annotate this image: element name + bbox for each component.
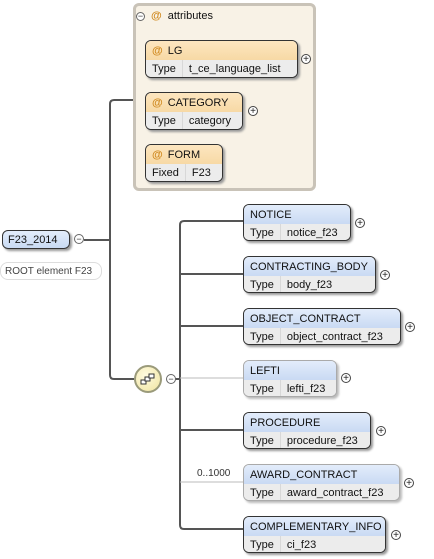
type-key: Type [152,114,176,127]
attribute-name: FORM [167,148,201,161]
plus-circle-icon[interactable]: + [391,530,401,541]
at-sign-icon: @ [152,148,163,161]
plus-circle-icon[interactable]: + [341,373,351,384]
root-element[interactable]: F23_2014 [2,230,70,249]
element-name: CONTRACTING_BODY [250,260,368,273]
type-value: category [181,112,237,129]
element-name: LEFTI [250,364,280,377]
type-value: t_ce_language_list [181,60,287,77]
root-documentation: ROOT element F23 [0,262,102,280]
at-sign-icon: @ [152,96,163,109]
minus-circle-icon[interactable]: − [74,234,84,244]
plus-circle-icon[interactable]: + [301,54,311,65]
element-contracting-body[interactable]: CONTRACTING_BODY Type body_f23 [243,256,376,293]
attribute-name: LG [167,44,183,57]
element-object-contract[interactable]: OBJECT_CONTRACT Type object_contract_f23 [243,308,401,345]
plus-circle-icon[interactable]: + [404,478,414,489]
type-value: body_f23 [279,276,338,292]
type-key: Type [250,434,274,447]
type-value: object_contract_f23 [279,328,389,344]
element-lefti[interactable]: LEFTI Type lefti_f23 [243,360,337,397]
type-key: Type [250,382,274,395]
attributes-label: attributes [167,10,213,22]
type-value: procedure_f23 [279,432,364,448]
element-procedure[interactable]: PROCEDURE Type procedure_f23 [243,412,371,449]
type-value: award_contract_f23 [279,484,390,500]
plus-circle-icon[interactable]: + [405,322,415,333]
attribute-form[interactable]: @ FORM Fixed F23 [145,144,223,182]
minus-circle-icon[interactable]: − [166,374,176,384]
type-key: Type [250,486,274,499]
type-value: lefti_f23 [279,380,332,396]
root-element-name: F23_2014 [8,233,58,246]
at-sign-icon: @ [152,44,163,57]
element-name: NOTICE [250,208,292,221]
type-key: Type [250,278,274,291]
sequence-compositor-icon[interactable] [134,365,162,393]
type-key: Type [250,226,274,239]
attribute-category[interactable]: @ CATEGORY Type category [145,92,243,130]
element-complementary-info[interactable]: COMPLEMENTARY_INFO Type ci_f23 [243,516,386,553]
type-key: Type [250,538,274,551]
plus-circle-icon[interactable]: + [380,270,390,281]
type-key: Type [250,330,274,343]
attribute-name: CATEGORY [167,96,229,109]
plus-circle-icon[interactable]: + [355,218,365,229]
type-value: notice_f23 [279,224,344,240]
plus-circle-icon[interactable]: + [248,106,258,117]
type-value: ci_f23 [279,536,322,552]
occurrence-label: 0..1000 [197,468,231,479]
root-doc-text: ROOT element F23 [5,265,93,277]
element-notice[interactable]: NOTICE Type notice_f23 [243,204,351,241]
attribute-lg[interactable]: @ LG Type t_ce_language_list [145,40,298,78]
minus-circle-icon[interactable]: − [136,10,145,21]
element-name: COMPLEMENTARY_INFO [250,520,382,533]
element-name: AWARD_CONTRACT [250,468,358,481]
at-sign-icon: @ [151,10,162,22]
attributes-header: − @ attributes [136,8,213,24]
type-value: F23 [184,164,217,181]
type-key: Fixed [152,166,179,179]
element-name: OBJECT_CONTRACT [250,312,361,325]
type-key: Type [152,62,176,75]
element-name: PROCEDURE [250,416,321,429]
sequence-symbol [140,373,155,385]
plus-circle-icon[interactable]: + [376,426,386,437]
element-award-contract[interactable]: AWARD_CONTRACT Type award_contract_f23 [243,464,400,501]
